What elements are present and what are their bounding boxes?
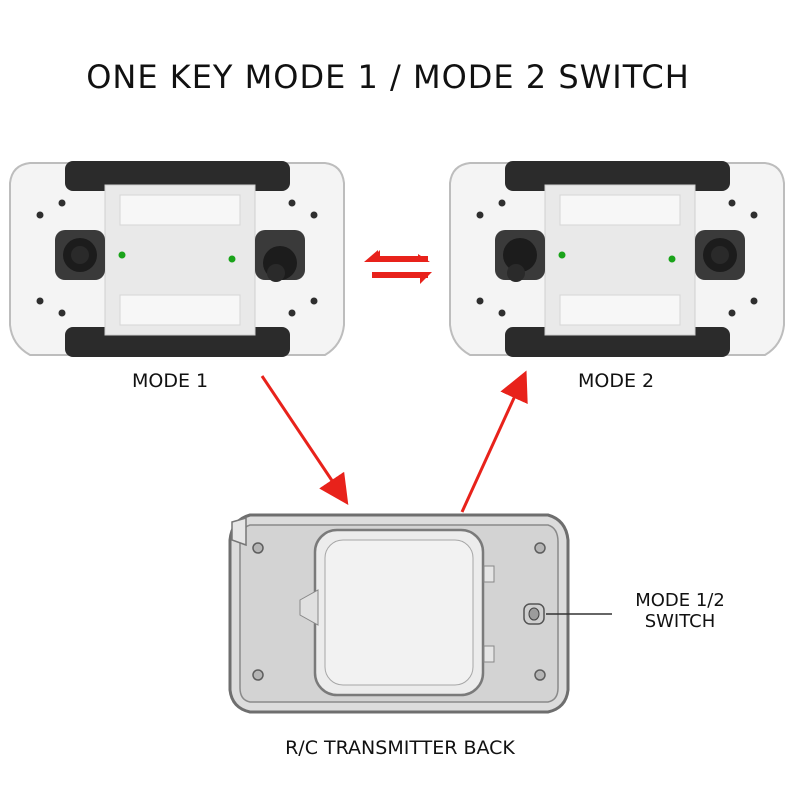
mode2-controller xyxy=(449,161,785,357)
joystick-icon xyxy=(255,230,305,282)
slide-switch-icon xyxy=(523,603,545,625)
switch-label: MODE 1/2 SWITCH xyxy=(610,590,750,632)
led-icon xyxy=(118,251,126,259)
mode1-label: MODE 1 xyxy=(132,370,209,392)
screw-icon xyxy=(36,199,318,317)
switch-label-line1: MODE 1/2 xyxy=(635,590,725,611)
joystick-icon xyxy=(55,230,105,280)
top-band xyxy=(65,161,290,191)
arrow-to-mode2 xyxy=(460,370,528,513)
mode2-label: MODE 2 xyxy=(578,370,655,392)
screw-icon xyxy=(476,199,758,317)
joystick-icon xyxy=(495,230,545,282)
transmitter-back xyxy=(228,513,612,714)
swap-arrows-icon xyxy=(364,250,432,284)
page-title: ONE KEY MODE 1 / MODE 2 SWITCH xyxy=(86,58,690,96)
switch-label-line2: SWITCH xyxy=(644,611,716,632)
joystick-icon xyxy=(695,230,745,280)
screw-icon xyxy=(252,542,546,681)
transmitter-back-label: R/C TRANSMITTER BACK xyxy=(285,737,515,759)
led-icon xyxy=(668,255,676,263)
led-icon xyxy=(558,251,566,259)
mode1-controller xyxy=(9,161,345,357)
arrow-to-back xyxy=(260,375,349,505)
led-icon xyxy=(228,255,236,263)
